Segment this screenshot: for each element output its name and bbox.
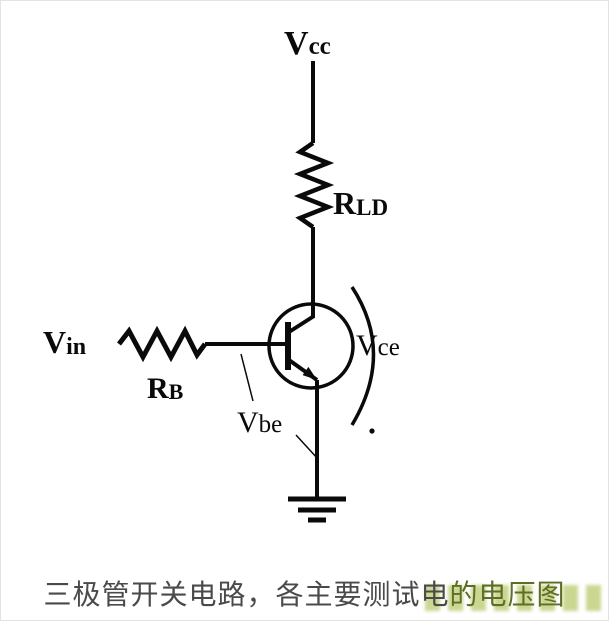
label-rb-main: R bbox=[147, 372, 169, 405]
label-rld-main: R bbox=[333, 185, 357, 221]
label-vcc-sub: cc bbox=[309, 33, 331, 60]
caption: 三极管开关电路，各主要测试电的电压图 bbox=[1, 579, 608, 613]
label-rld: RLD bbox=[333, 185, 388, 221]
label-rb: RB bbox=[147, 372, 184, 405]
label-vce-sub: ce bbox=[378, 334, 400, 361]
label-vcc: Vcc bbox=[284, 25, 331, 62]
resistor-rb-symbol bbox=[117, 325, 208, 363]
caption-text: 三极管开关电路，各主要测试电 bbox=[43, 580, 450, 611]
label-vce-main: V bbox=[356, 329, 378, 362]
label-vin-sub: in bbox=[66, 334, 86, 360]
emitter-arrow-icon bbox=[302, 366, 317, 380]
resistor-rld-symbol bbox=[293, 141, 335, 229]
label-rb-sub: B bbox=[169, 379, 184, 404]
transistor-collector-lead bbox=[287, 314, 316, 334]
vce-brace bbox=[350, 286, 376, 426]
label-vbe-main: V bbox=[237, 406, 259, 439]
vbe-pointer-to-emitter bbox=[295, 434, 319, 460]
label-vin-main: V bbox=[43, 324, 66, 360]
label-vin: Vin bbox=[43, 324, 86, 360]
ground-symbol bbox=[288, 496, 346, 523]
label-vcc-main: V bbox=[284, 25, 309, 62]
vce-brace-dot bbox=[369, 428, 375, 434]
label-vce: Vce bbox=[356, 329, 400, 362]
vbe-pointer-to-base bbox=[240, 353, 254, 402]
label-vbe: Vbe bbox=[237, 406, 282, 439]
caption-text-watermarked: 的电压图 bbox=[449, 580, 566, 611]
label-vbe-sub: be bbox=[259, 411, 283, 438]
label-rld-sub: LD bbox=[356, 195, 388, 220]
watermark-green-text bbox=[425, 585, 601, 611]
